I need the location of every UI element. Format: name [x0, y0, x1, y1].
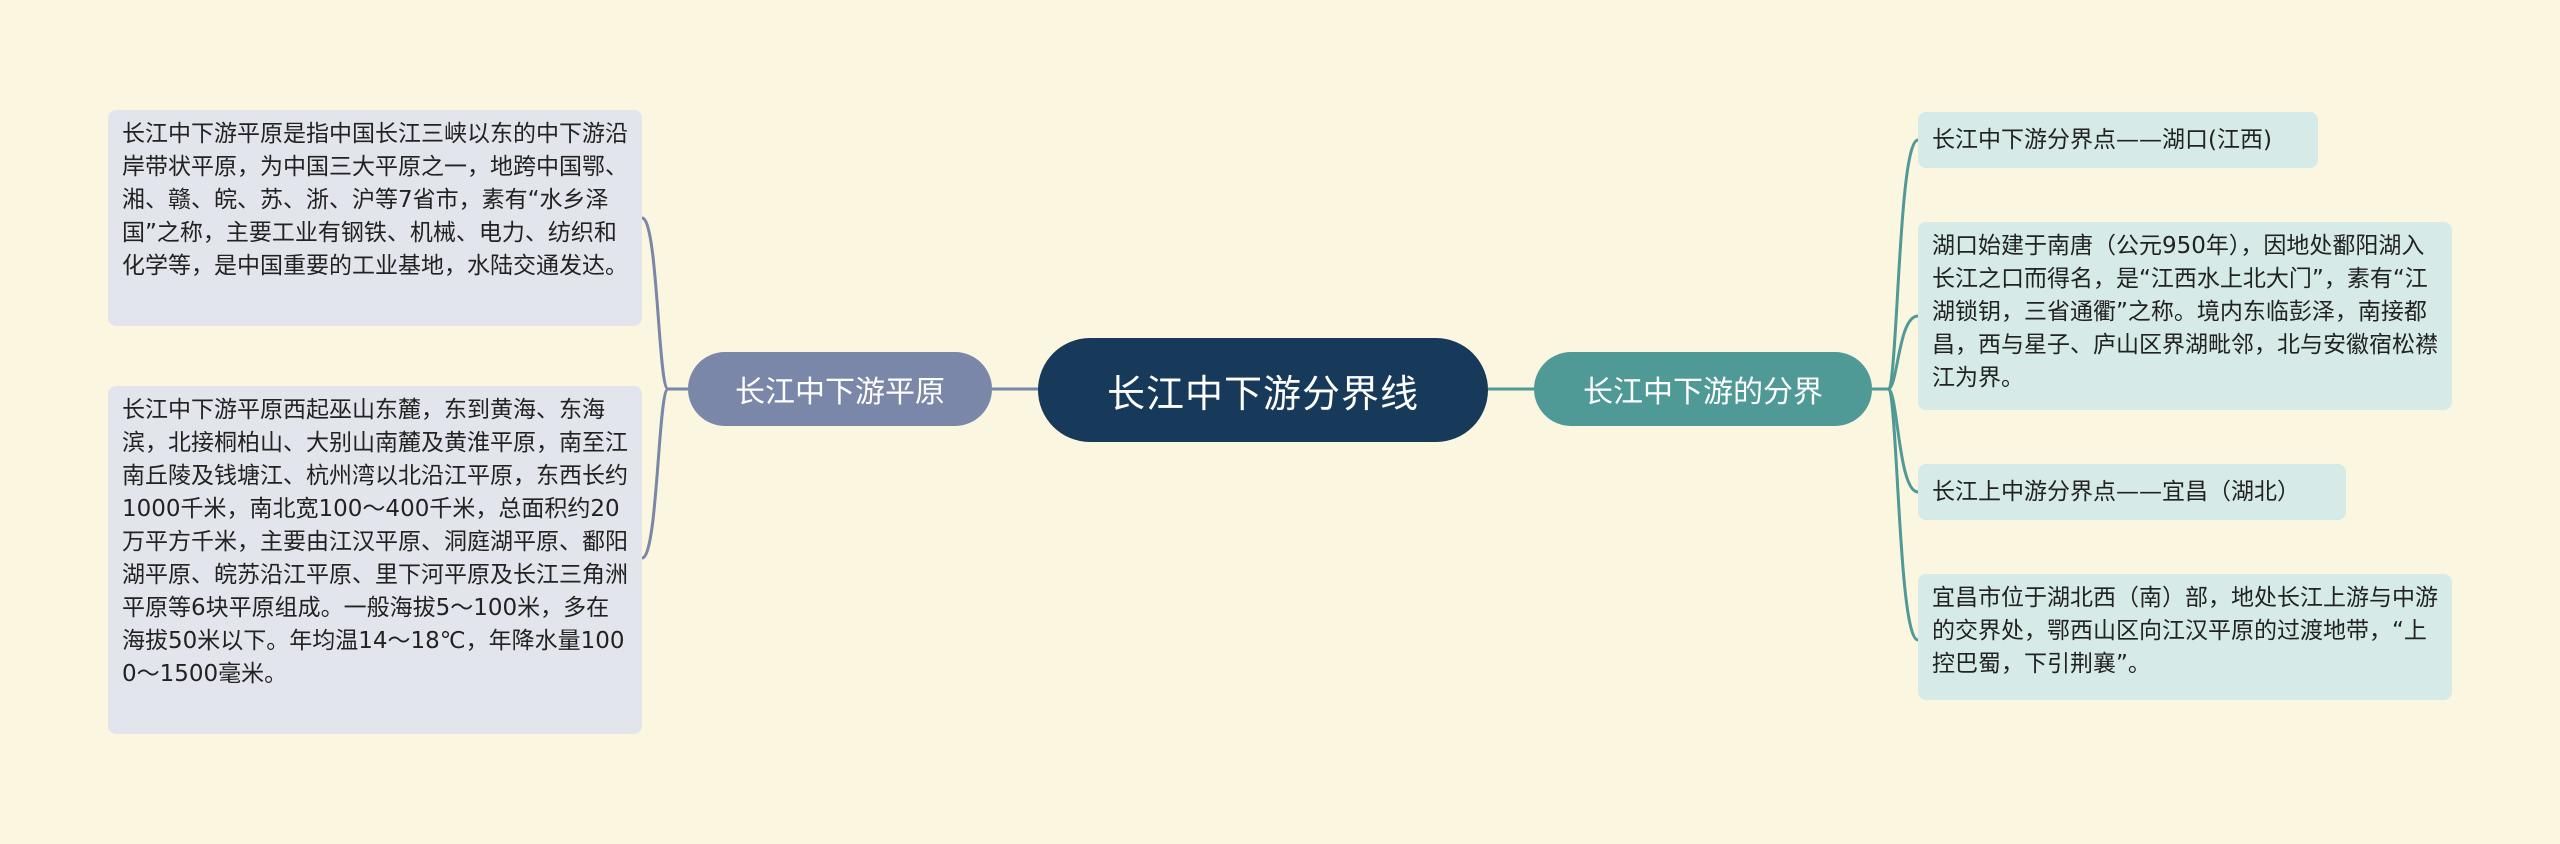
branch-plain[interactable]: 长江中下游平原	[688, 352, 992, 426]
branch-boundary[interactable]: 长江中下游的分界	[1534, 352, 1872, 426]
leaf-plain-geography[interactable]: 长江中下游平原西起巫山东麓，东到黄海、东海滨，北接桐柏山、大别山南麓及黄淮平原，…	[108, 386, 642, 734]
edge-left-leaf-2	[640, 387, 688, 560]
leaf-yichang-description[interactable]: 宜昌市位于湖北西（南）部，地处长江上游与中游的交界处，鄂西山区向江汉平原的过渡地…	[1918, 574, 2452, 700]
root-topic[interactable]: 长江中下游分界线	[1038, 338, 1488, 442]
leaf-middle-lower-point[interactable]: 长江中下游分界点——湖口(江西)	[1918, 112, 2318, 168]
edge-right-leaf-4	[1872, 387, 1919, 642]
leaf-upper-middle-point[interactable]: 长江上中游分界点——宜昌（湖北）	[1918, 464, 2346, 520]
leaf-plain-overview[interactable]: 长江中下游平原是指中国长江三峡以东的中下游沿岸带状平原，为中国三大平原之一，地跨…	[108, 110, 642, 326]
edge-left-leaf-1	[641, 216, 688, 391]
edge-right-leaf-1	[1872, 138, 1919, 391]
leaf-hukou-description[interactable]: 湖口始建于南唐（公元950年），因地处鄱阳湖入长江之口而得名，是“江西水上北大门…	[1918, 222, 2452, 410]
